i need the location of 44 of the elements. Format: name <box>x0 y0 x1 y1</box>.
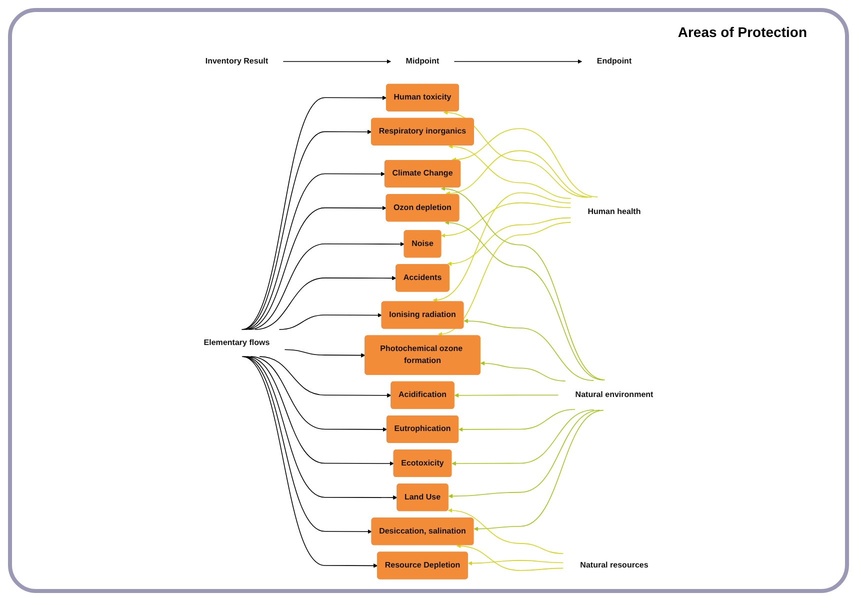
arrow <box>452 128 598 198</box>
arrow <box>468 560 564 566</box>
column-heading: Areas of Protection <box>678 24 807 40</box>
arrow <box>259 356 392 398</box>
arrow <box>443 110 588 198</box>
node-text: Human health <box>588 207 641 216</box>
arrow <box>464 318 594 381</box>
arrow <box>242 130 372 330</box>
arrow <box>480 361 566 382</box>
arrow <box>278 313 382 330</box>
node-text: Natural environment <box>575 390 654 400</box>
arrow <box>248 242 405 330</box>
node-text: Elementary flows <box>204 338 270 348</box>
arrow <box>242 356 372 534</box>
arrow <box>456 544 564 571</box>
arrow <box>245 206 386 330</box>
arrow <box>454 393 559 398</box>
arrow <box>282 59 391 64</box>
arrow <box>254 276 396 330</box>
arrow <box>243 172 386 330</box>
arrow <box>452 409 594 466</box>
arrow <box>474 410 604 532</box>
arrow <box>440 186 606 380</box>
arrow <box>454 59 582 64</box>
arrow <box>432 192 572 302</box>
node-text: Inventory Result <box>205 57 268 66</box>
node-text: Midpoint <box>406 57 440 66</box>
arrow <box>244 356 398 500</box>
arrow <box>250 356 388 432</box>
arrow <box>446 150 592 198</box>
arrow <box>438 222 572 336</box>
arrow <box>447 217 572 266</box>
arrow <box>448 410 600 498</box>
arrow <box>448 144 572 199</box>
node-text: Natural resources <box>580 560 648 570</box>
node-text: Endpoint <box>596 57 632 66</box>
arrow <box>242 356 378 568</box>
arrow <box>444 220 604 380</box>
arrow <box>458 408 576 432</box>
arrow <box>241 96 387 330</box>
arrow <box>441 202 572 238</box>
arrow <box>246 356 394 466</box>
arrow <box>448 508 564 554</box>
arrow <box>284 349 366 358</box>
